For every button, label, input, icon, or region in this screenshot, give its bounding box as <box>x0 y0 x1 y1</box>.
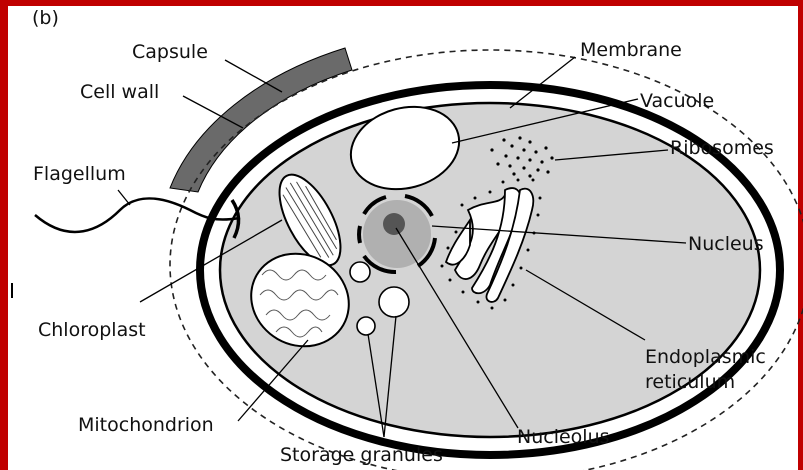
flagellum-label: Flagellum <box>33 165 126 184</box>
endoplasmic-reticulum-label-line1: Endoplasmic <box>645 348 766 367</box>
storage-granule <box>379 287 409 317</box>
chloroplast-label: Chloroplast <box>38 321 146 340</box>
storage-granule <box>357 317 375 335</box>
endoplasmic-reticulum-label-line2: reticulum <box>645 373 735 392</box>
ribosomes-label: Ribosomes <box>670 139 774 158</box>
storage-granules-label: Storage granules <box>280 446 443 465</box>
nucleus-label: Nucleus <box>688 235 764 254</box>
nucleolus-label: Nucleolus <box>517 428 610 447</box>
cell-wall-label: Cell wall <box>80 83 159 102</box>
mitochondrion-label: Mitochondrion <box>78 416 214 435</box>
capsule-label: Capsule <box>132 43 208 62</box>
membrane-label: Membrane <box>580 41 682 60</box>
storage-granule <box>350 262 370 282</box>
panel-label: (b) <box>32 9 59 28</box>
nucleolus <box>383 213 405 235</box>
vacuole-label: Vacuole <box>640 92 714 111</box>
